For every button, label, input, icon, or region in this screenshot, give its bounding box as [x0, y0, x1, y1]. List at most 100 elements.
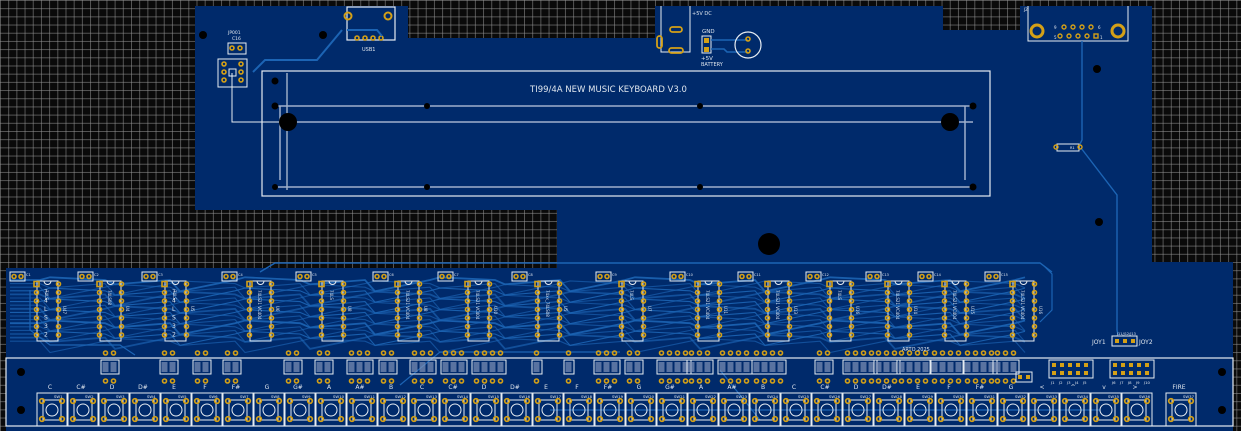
diode-array[interactable]	[896, 350, 932, 384]
capacitor[interactable]: C6	[372, 271, 394, 282]
diode-array[interactable]	[593, 350, 621, 384]
jumper-j11[interactable]	[1015, 371, 1033, 383]
diode-array[interactable]	[656, 350, 692, 384]
key-switch[interactable]: SW36>	[1121, 384, 1153, 427]
diode-array[interactable]	[314, 350, 334, 384]
diode-array[interactable]	[222, 350, 242, 384]
capacitor[interactable]: C12	[805, 271, 829, 282]
capacitor[interactable]: C10	[669, 271, 693, 282]
capacitor[interactable]: C15	[984, 271, 1008, 282]
db9-joystick-connector[interactable]: 9 6 5 1 J2	[1023, 6, 1129, 42]
diode-array[interactable]	[346, 350, 374, 384]
diode-array[interactable]	[471, 350, 507, 384]
capacitor[interactable]: C8	[511, 271, 533, 282]
capacitor[interactable]: C14	[917, 271, 942, 282]
diode-array[interactable]	[100, 350, 120, 384]
diode-array[interactable]	[563, 350, 575, 384]
diode-array[interactable]	[992, 350, 1020, 384]
diode-array[interactable]	[686, 350, 714, 384]
diode-array[interactable]	[962, 350, 998, 384]
diode-array[interactable]	[624, 350, 644, 384]
joystick-select-jumper[interactable]	[1111, 335, 1138, 347]
diode-array[interactable]	[283, 350, 303, 384]
capacitor[interactable]: C2	[77, 271, 99, 282]
diode-array[interactable]	[873, 350, 901, 384]
diode-array[interactable]	[378, 350, 398, 384]
key-switch[interactable]: SW34^	[1059, 384, 1091, 427]
diode-array[interactable]	[814, 350, 834, 384]
dc-jack[interactable]	[656, 6, 691, 54]
capacitor[interactable]: C5	[295, 271, 317, 282]
diode-array[interactable]	[929, 350, 965, 384]
capacitor[interactable]: C7	[437, 271, 459, 282]
diode-array[interactable]	[192, 350, 212, 384]
resistor-r1[interactable]	[1056, 143, 1080, 152]
buzzer[interactable]	[734, 31, 762, 59]
capacitor[interactable]: C11	[737, 271, 761, 282]
capacitor[interactable]: C3	[141, 271, 163, 282]
capacitor[interactable]: C9	[595, 271, 617, 282]
diode-array[interactable]	[531, 350, 543, 384]
diode-array[interactable]	[159, 350, 179, 384]
key-switch[interactable]: SW33<	[1028, 384, 1060, 427]
capacitor[interactable]: C4	[221, 271, 243, 282]
capacitor[interactable]: C13	[865, 271, 889, 282]
diode-array[interactable]	[440, 350, 468, 384]
diode-array[interactable]	[717, 350, 753, 384]
diode-array[interactable]	[409, 350, 437, 384]
diode-array[interactable]	[751, 350, 787, 384]
capacitor[interactable]: C1	[9, 271, 31, 282]
